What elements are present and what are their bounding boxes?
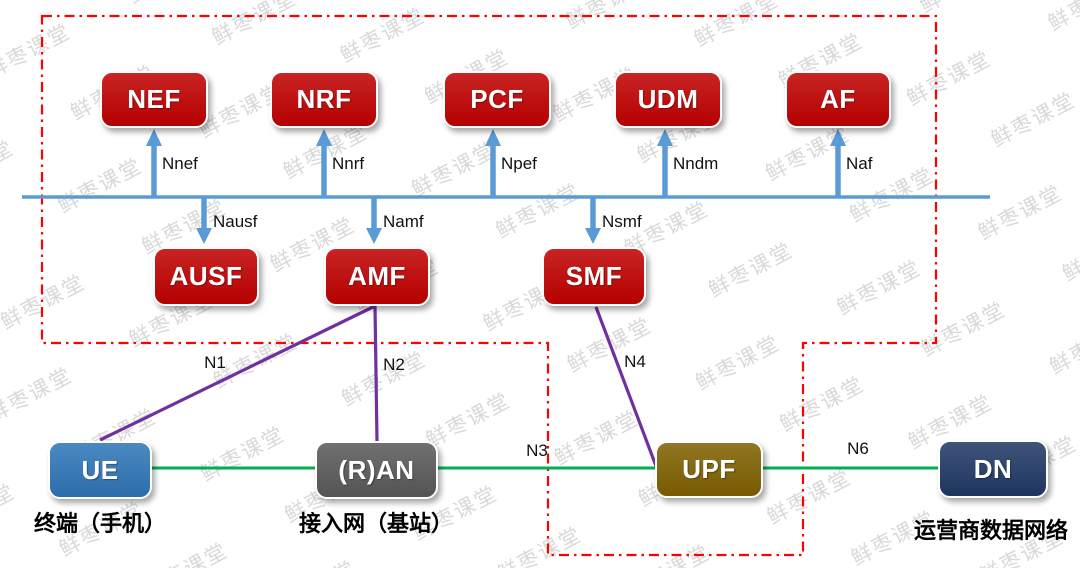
node-label-upf: UPF	[682, 454, 736, 484]
node-label-af: AF	[820, 84, 856, 114]
node-label-udm: UDM	[637, 84, 699, 114]
node-nrf: NRF	[270, 71, 378, 128]
bus-arrowhead-down-icon	[366, 228, 382, 244]
iface-label-Nausf: Nausf	[213, 212, 258, 231]
node-ran: (R)AN	[315, 441, 438, 499]
link-n1	[99, 304, 376, 442]
node-ue: UE	[48, 441, 152, 499]
node-upf: UPF	[655, 441, 763, 498]
bus-arrowhead-up-icon	[657, 129, 673, 146]
bus-arrowhead-down-icon	[196, 228, 212, 244]
node-nef: NEF	[100, 71, 208, 128]
link-label-N1: N1	[204, 353, 226, 372]
iface-label-Namf: Namf	[383, 212, 424, 231]
node-label-pcf: PCF	[470, 84, 524, 114]
node-smf: SMF	[542, 247, 646, 306]
dn-caption: 运营商数据网络	[913, 518, 1069, 543]
link-label-N3: N3	[526, 441, 548, 460]
ran-caption: 接入网（基站）	[298, 511, 454, 536]
node-label-smf: SMF	[565, 261, 623, 291]
link-n2	[373, 305, 379, 442]
iface-label-Nnef: Nnef	[162, 154, 198, 173]
link-label-N4: N4	[624, 352, 646, 371]
node-dn: DN	[938, 440, 1048, 498]
bus-arrowhead-up-icon	[830, 129, 846, 146]
bus-arrowhead-up-icon	[146, 129, 162, 146]
node-udm: UDM	[614, 71, 722, 128]
bus-arrowhead-up-icon	[316, 129, 332, 146]
link-label-N6: N6	[847, 439, 869, 458]
bus-arrowhead-up-icon	[485, 129, 501, 146]
node-pcf: PCF	[443, 71, 551, 128]
node-ausf: AUSF	[153, 247, 259, 306]
node-label-ran: (R)AN	[338, 454, 415, 485]
node-af: AF	[785, 71, 891, 128]
operator-network-boundary	[40, 14, 938, 557]
node-label-nef: NEF	[127, 84, 181, 114]
node-label-ausf: AUSF	[169, 261, 243, 291]
bus-arrowhead-down-icon	[585, 228, 601, 244]
node-label-amf: AMF	[348, 261, 406, 291]
node-label-nrf: NRF	[296, 84, 352, 114]
iface-label-Naf: Naf	[846, 154, 873, 173]
node-label-dn: DN	[973, 453, 1013, 484]
node-label-ue: UE	[81, 454, 119, 485]
link-label-N2: N2	[383, 355, 405, 374]
link-n4	[594, 306, 658, 467]
iface-label-Npef: Npef	[501, 154, 537, 173]
iface-label-Nnrf: Nnrf	[332, 154, 365, 173]
ue-caption: 终端（手机）	[33, 511, 167, 536]
iface-label-Nndm: Nndm	[673, 154, 719, 173]
node-amf: AMF	[324, 247, 430, 306]
iface-label-Nsmf: Nsmf	[602, 212, 642, 231]
